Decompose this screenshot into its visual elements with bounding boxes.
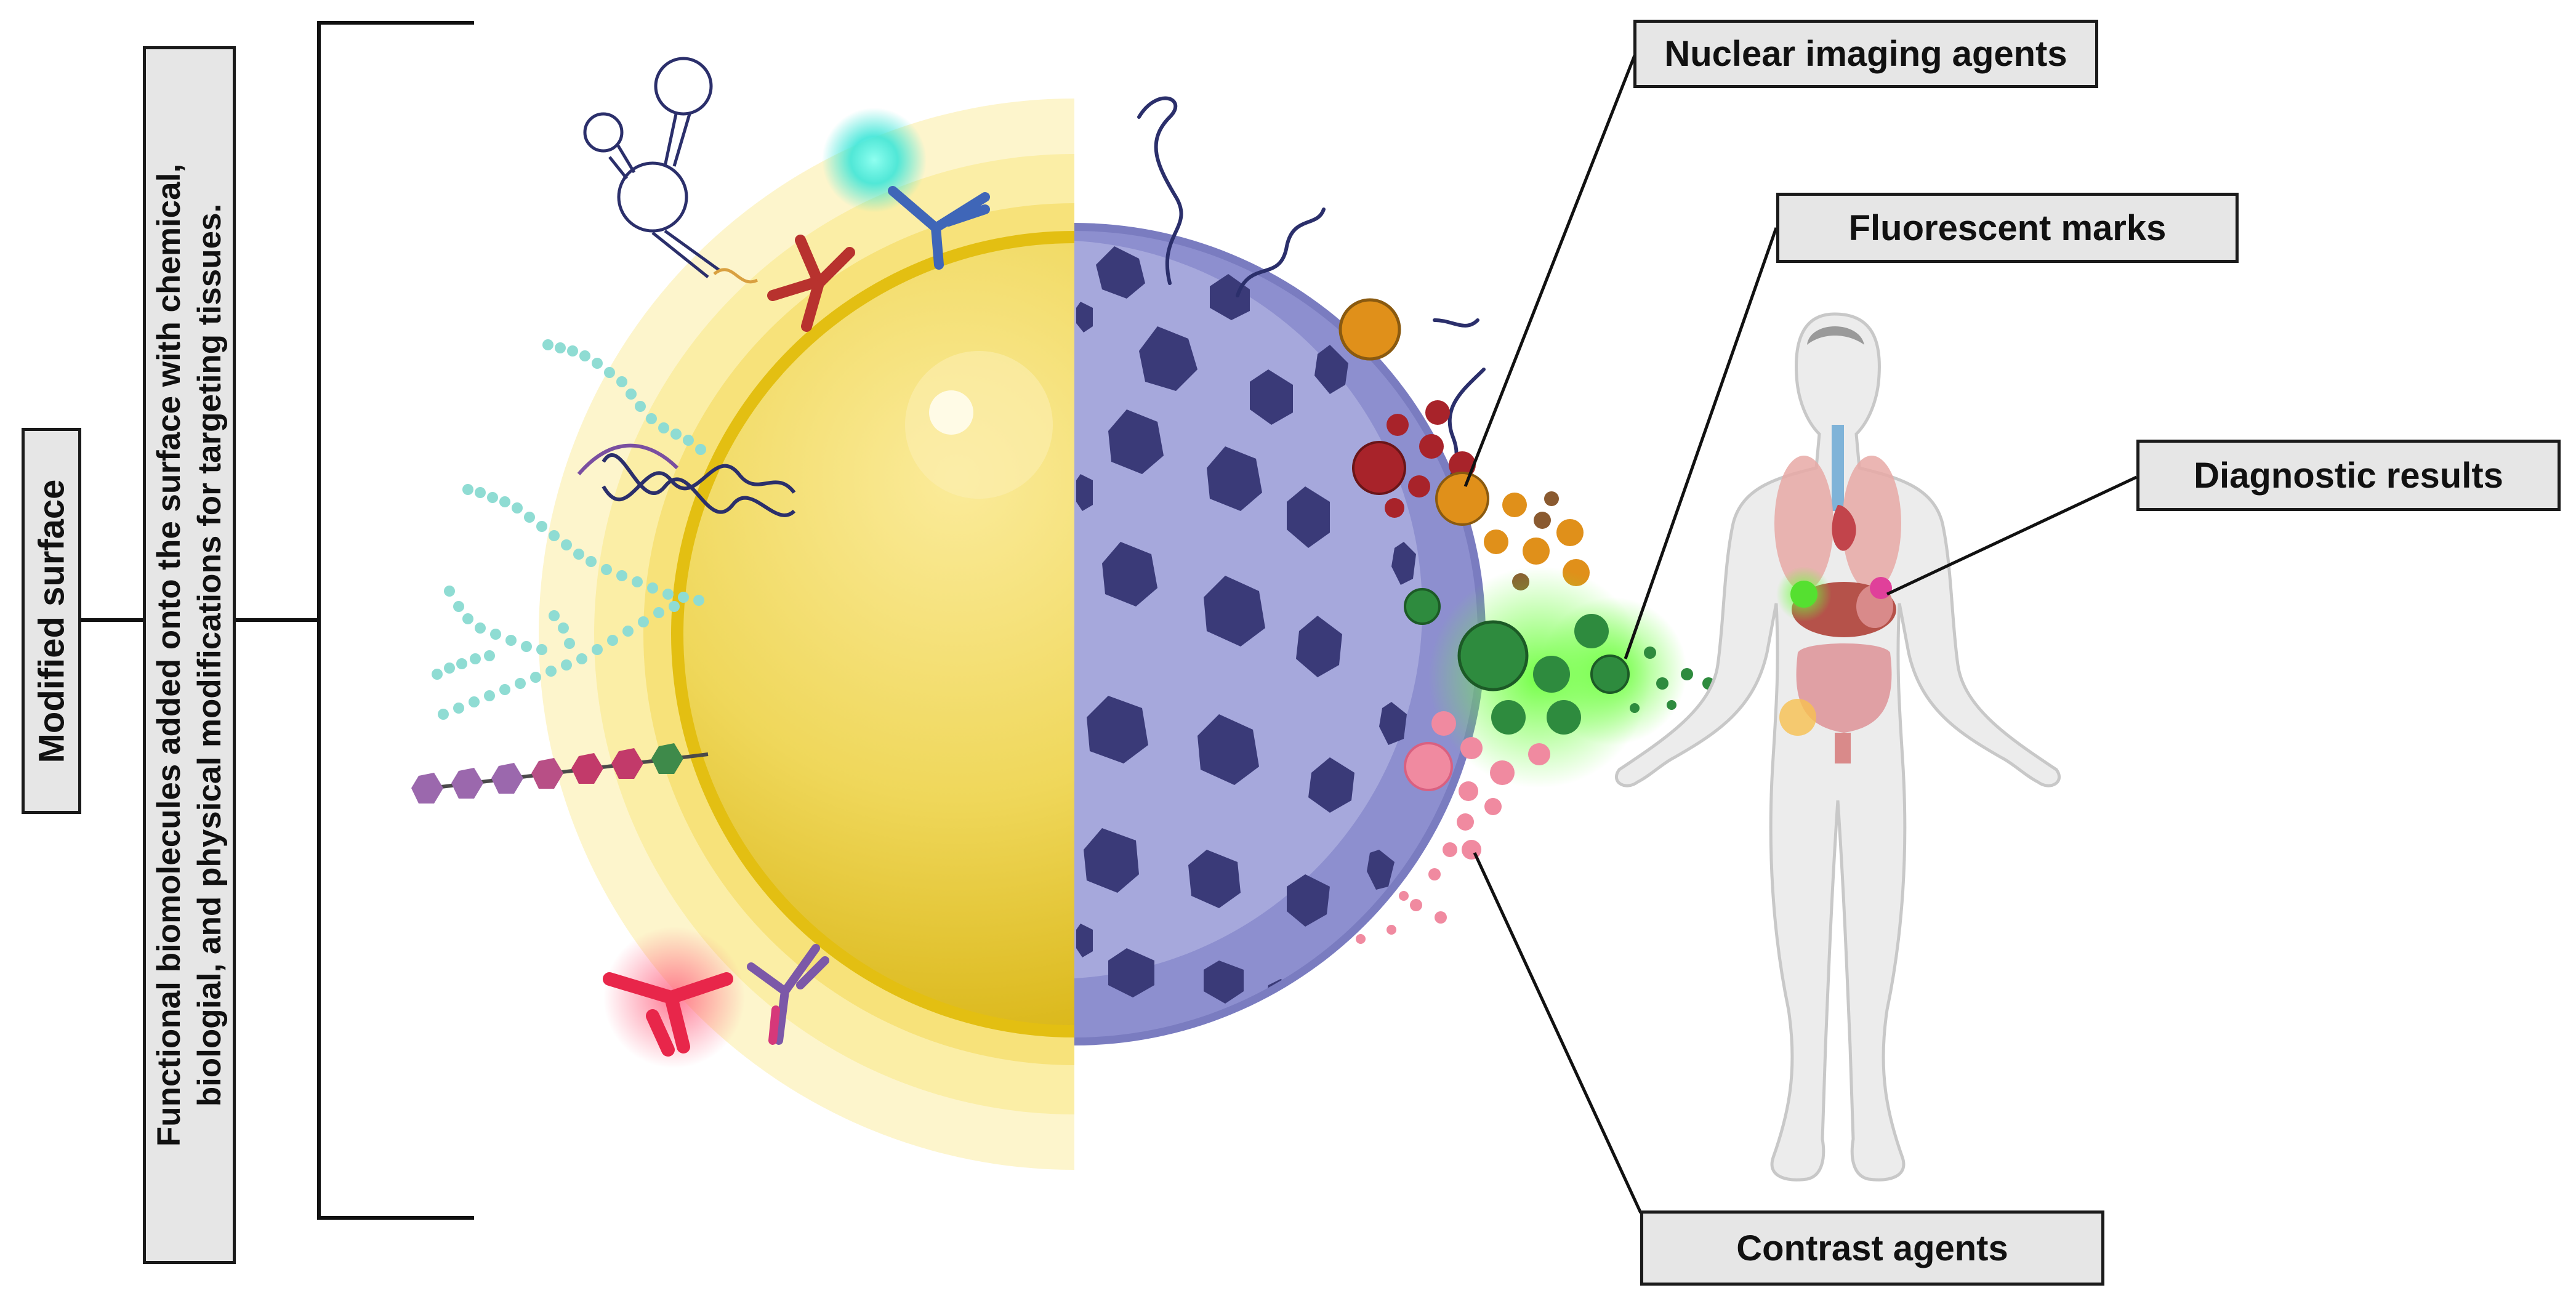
contrast-agents-label: Contrast agents <box>1640 1210 2104 1286</box>
functional-line-2: biologial, and physical modifications fo… <box>191 203 228 1107</box>
nuclear-imaging-text: Nuclear imaging agents <box>1664 34 2067 74</box>
porous-shell <box>1074 223 1486 1045</box>
fluorescent-marks-text: Fluorescent marks <box>1848 207 2167 248</box>
dna-strand-icon <box>577 443 796 517</box>
contrast-agents-text: Contrast agents <box>1736 1228 2008 1268</box>
contrast-particles <box>1356 711 1550 944</box>
leader-lines <box>1463 55 2138 1214</box>
modified-surface-label: Modified surface <box>22 428 81 814</box>
functional-biomolecules-text: Functional biomolecules added onto the s… <box>149 164 230 1146</box>
human-body-icon <box>1614 312 2061 1182</box>
fluorescent-particles <box>1404 566 1715 788</box>
functional-biomolecules-label: Functional biomolecules added onto the s… <box>143 46 236 1264</box>
functional-line-1: Functional biomolecules added onto the s… <box>150 163 187 1147</box>
dendrimer-icon <box>432 339 706 720</box>
nuclear-imaging-label: Nuclear imaging agents <box>1633 20 2098 88</box>
diagnostic-results-label: Diagnostic results <box>2136 440 2561 511</box>
peptide-chain-icon <box>411 743 709 804</box>
modified-surface-text: Modified surface <box>31 479 71 763</box>
diagnostic-results-text: Diagnostic results <box>2194 455 2503 496</box>
glowing-antibody-icon <box>822 108 990 270</box>
red-antibody-icon <box>603 927 829 1068</box>
aptamer-icon <box>583 57 759 284</box>
antibody-icon <box>767 235 855 332</box>
bracket <box>80 21 474 1220</box>
gold-nanoparticle <box>539 99 1074 1170</box>
fluorescent-marks-label: Fluorescent marks <box>1776 193 2239 263</box>
